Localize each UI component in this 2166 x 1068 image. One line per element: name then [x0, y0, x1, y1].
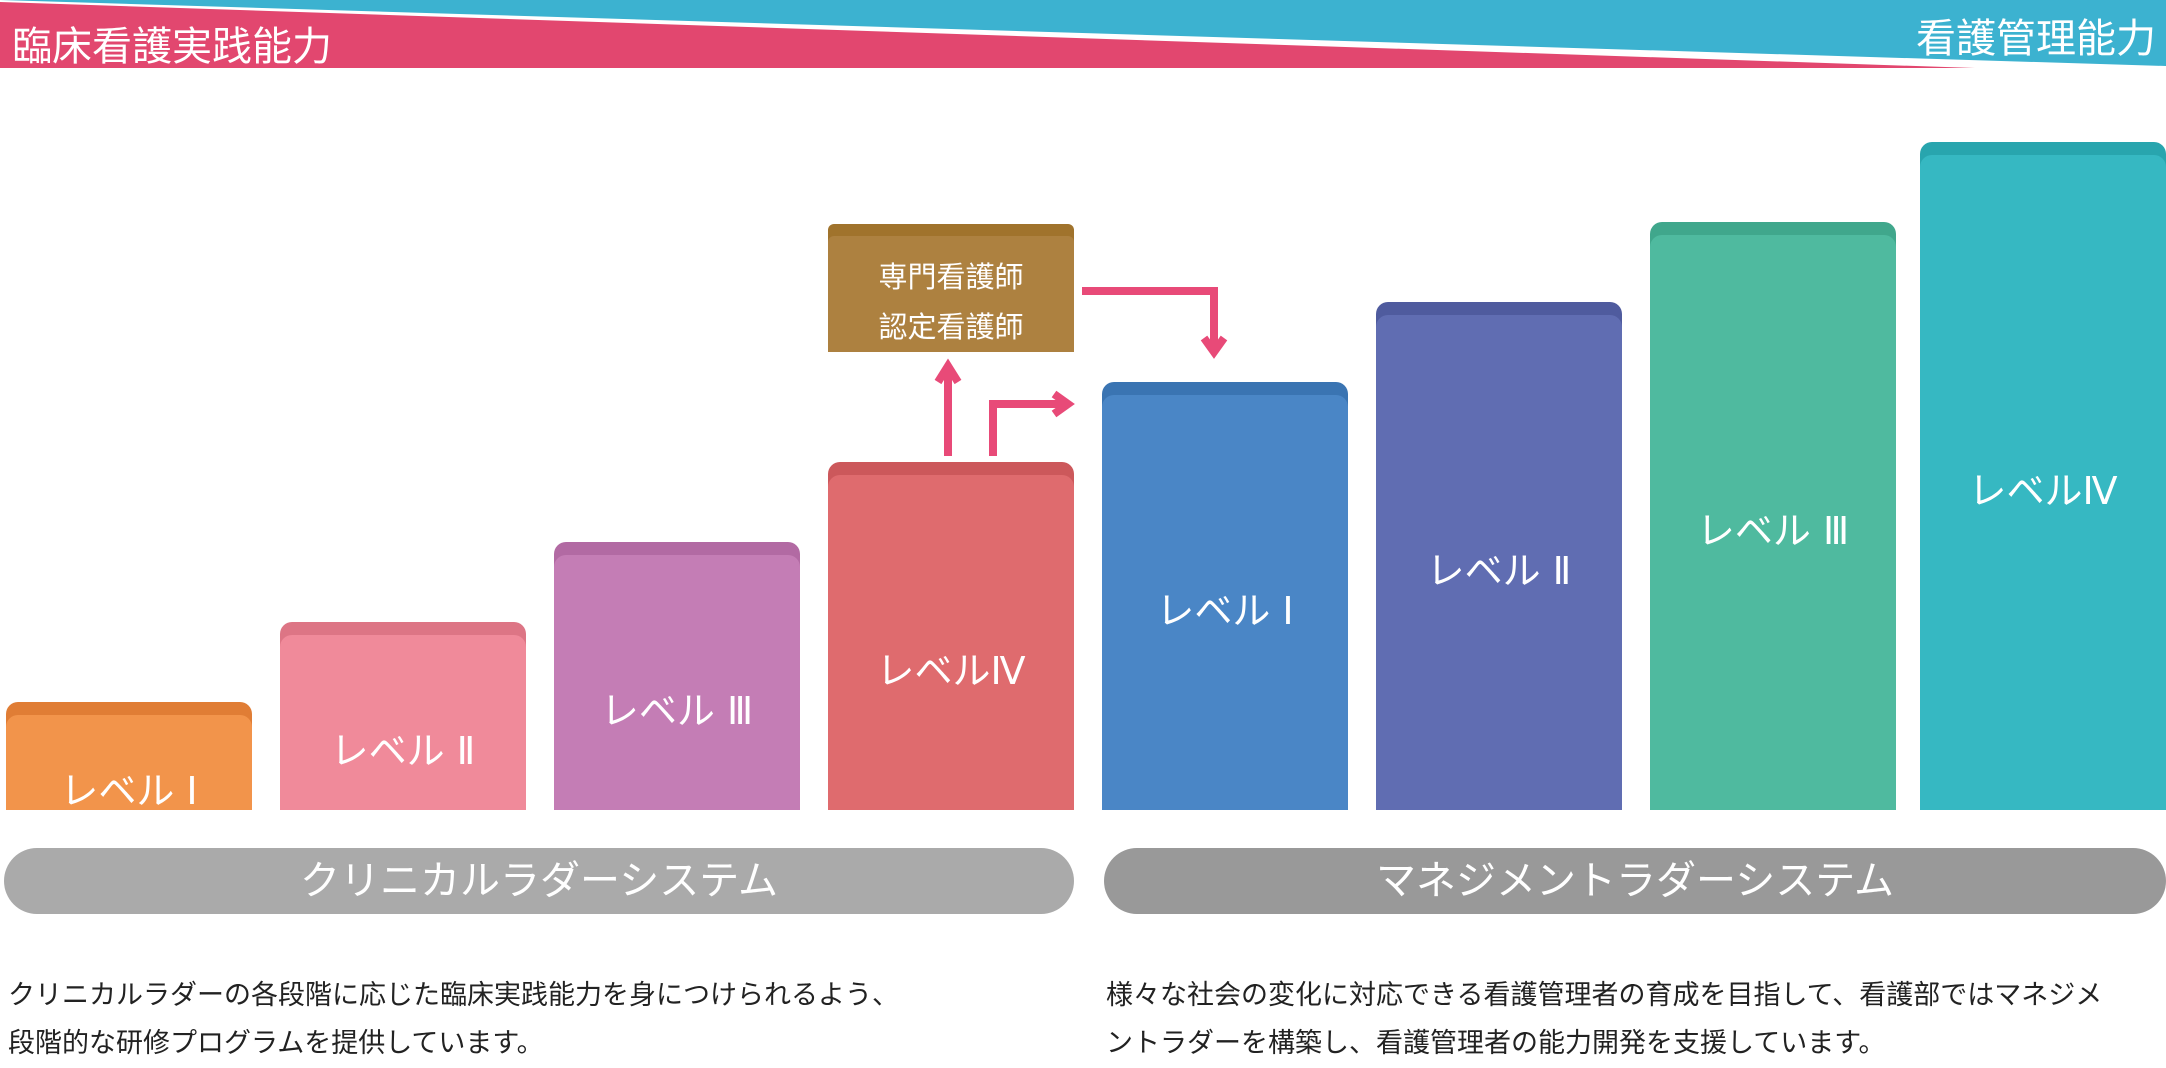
arrow-specialist-to-management — [1082, 287, 1228, 359]
management-level-1-label: レベル Ⅰ — [1156, 589, 1294, 633]
clinical-level-3-step: レベル Ⅲ — [554, 542, 800, 810]
clinical-level-1-step: レベル Ⅰ — [6, 702, 252, 813]
banner-right-band — [0, 0, 2166, 66]
clinical-description-line-2: 段階的な研修プログラムを提供しています。 — [8, 1028, 544, 1059]
management-level-4-label: レベルⅣ — [1968, 469, 2118, 513]
clinical-description: クリニカルラダーの各段階に応じた臨床実践能力を身につけられるよう、 段階的な研修… — [8, 972, 899, 1068]
clinical-competence-title: 臨床看護実践能力 — [12, 24, 332, 70]
management-level-4-step: レベルⅣ — [1920, 142, 2166, 810]
clinical-level-2-label: レベル Ⅱ — [330, 729, 476, 773]
banner-left-band — [0, 2, 1975, 68]
specialist-nurse-label: 専門看護師 — [878, 260, 1024, 294]
management-level-2-label: レベル Ⅱ — [1426, 549, 1572, 593]
management-description-line-1: 様々な社会の変化に対応できる看護管理者の育成を目指して、看護部ではマネジメ — [1106, 980, 2103, 1011]
management-level-1-step: レベル Ⅰ — [1102, 382, 1348, 810]
clinical-description-line-1: クリニカルラダーの各段階に応じた臨床実践能力を身につけられるよう、 — [8, 980, 899, 1011]
top-banner — [0, 0, 2166, 68]
clinical-level-4-step: レベルⅣ — [828, 462, 1074, 810]
management-ladder-system-pill: マネジメントラダーシステム — [1104, 848, 2166, 914]
arrow-level4-to-specialist — [934, 358, 962, 456]
management-level-2-step: レベル Ⅱ — [1376, 302, 1622, 810]
management-level-3-step: レベル Ⅲ — [1650, 222, 1896, 810]
clinical-level-2-step: レベル Ⅱ — [280, 622, 526, 810]
certified-nurse-label: 認定看護師 — [878, 310, 1024, 344]
management-level-3-label: レベル Ⅲ — [1696, 509, 1850, 553]
management-competence-title: 看護管理能力 — [1916, 16, 2156, 62]
clinical-ladder-system-pill: クリニカルラダーシステム — [4, 848, 1074, 914]
clinical-level-1-label: レベル Ⅰ — [60, 769, 198, 813]
arrow-level4-to-management — [989, 390, 1075, 456]
specialist-certified-nurse-box: 専門看護師 認定看護師 — [828, 224, 1074, 352]
management-description-line-2: ントラダーを構築し、看護管理者の能力開発を支援しています。 — [1106, 1028, 1886, 1059]
clinical-level-4-label: レベルⅣ — [876, 649, 1026, 693]
clinical-level-3-label: レベル Ⅲ — [600, 689, 754, 733]
management-description: 様々な社会の変化に対応できる看護管理者の育成を目指して、看護部ではマネジメ ント… — [1106, 972, 2102, 1068]
